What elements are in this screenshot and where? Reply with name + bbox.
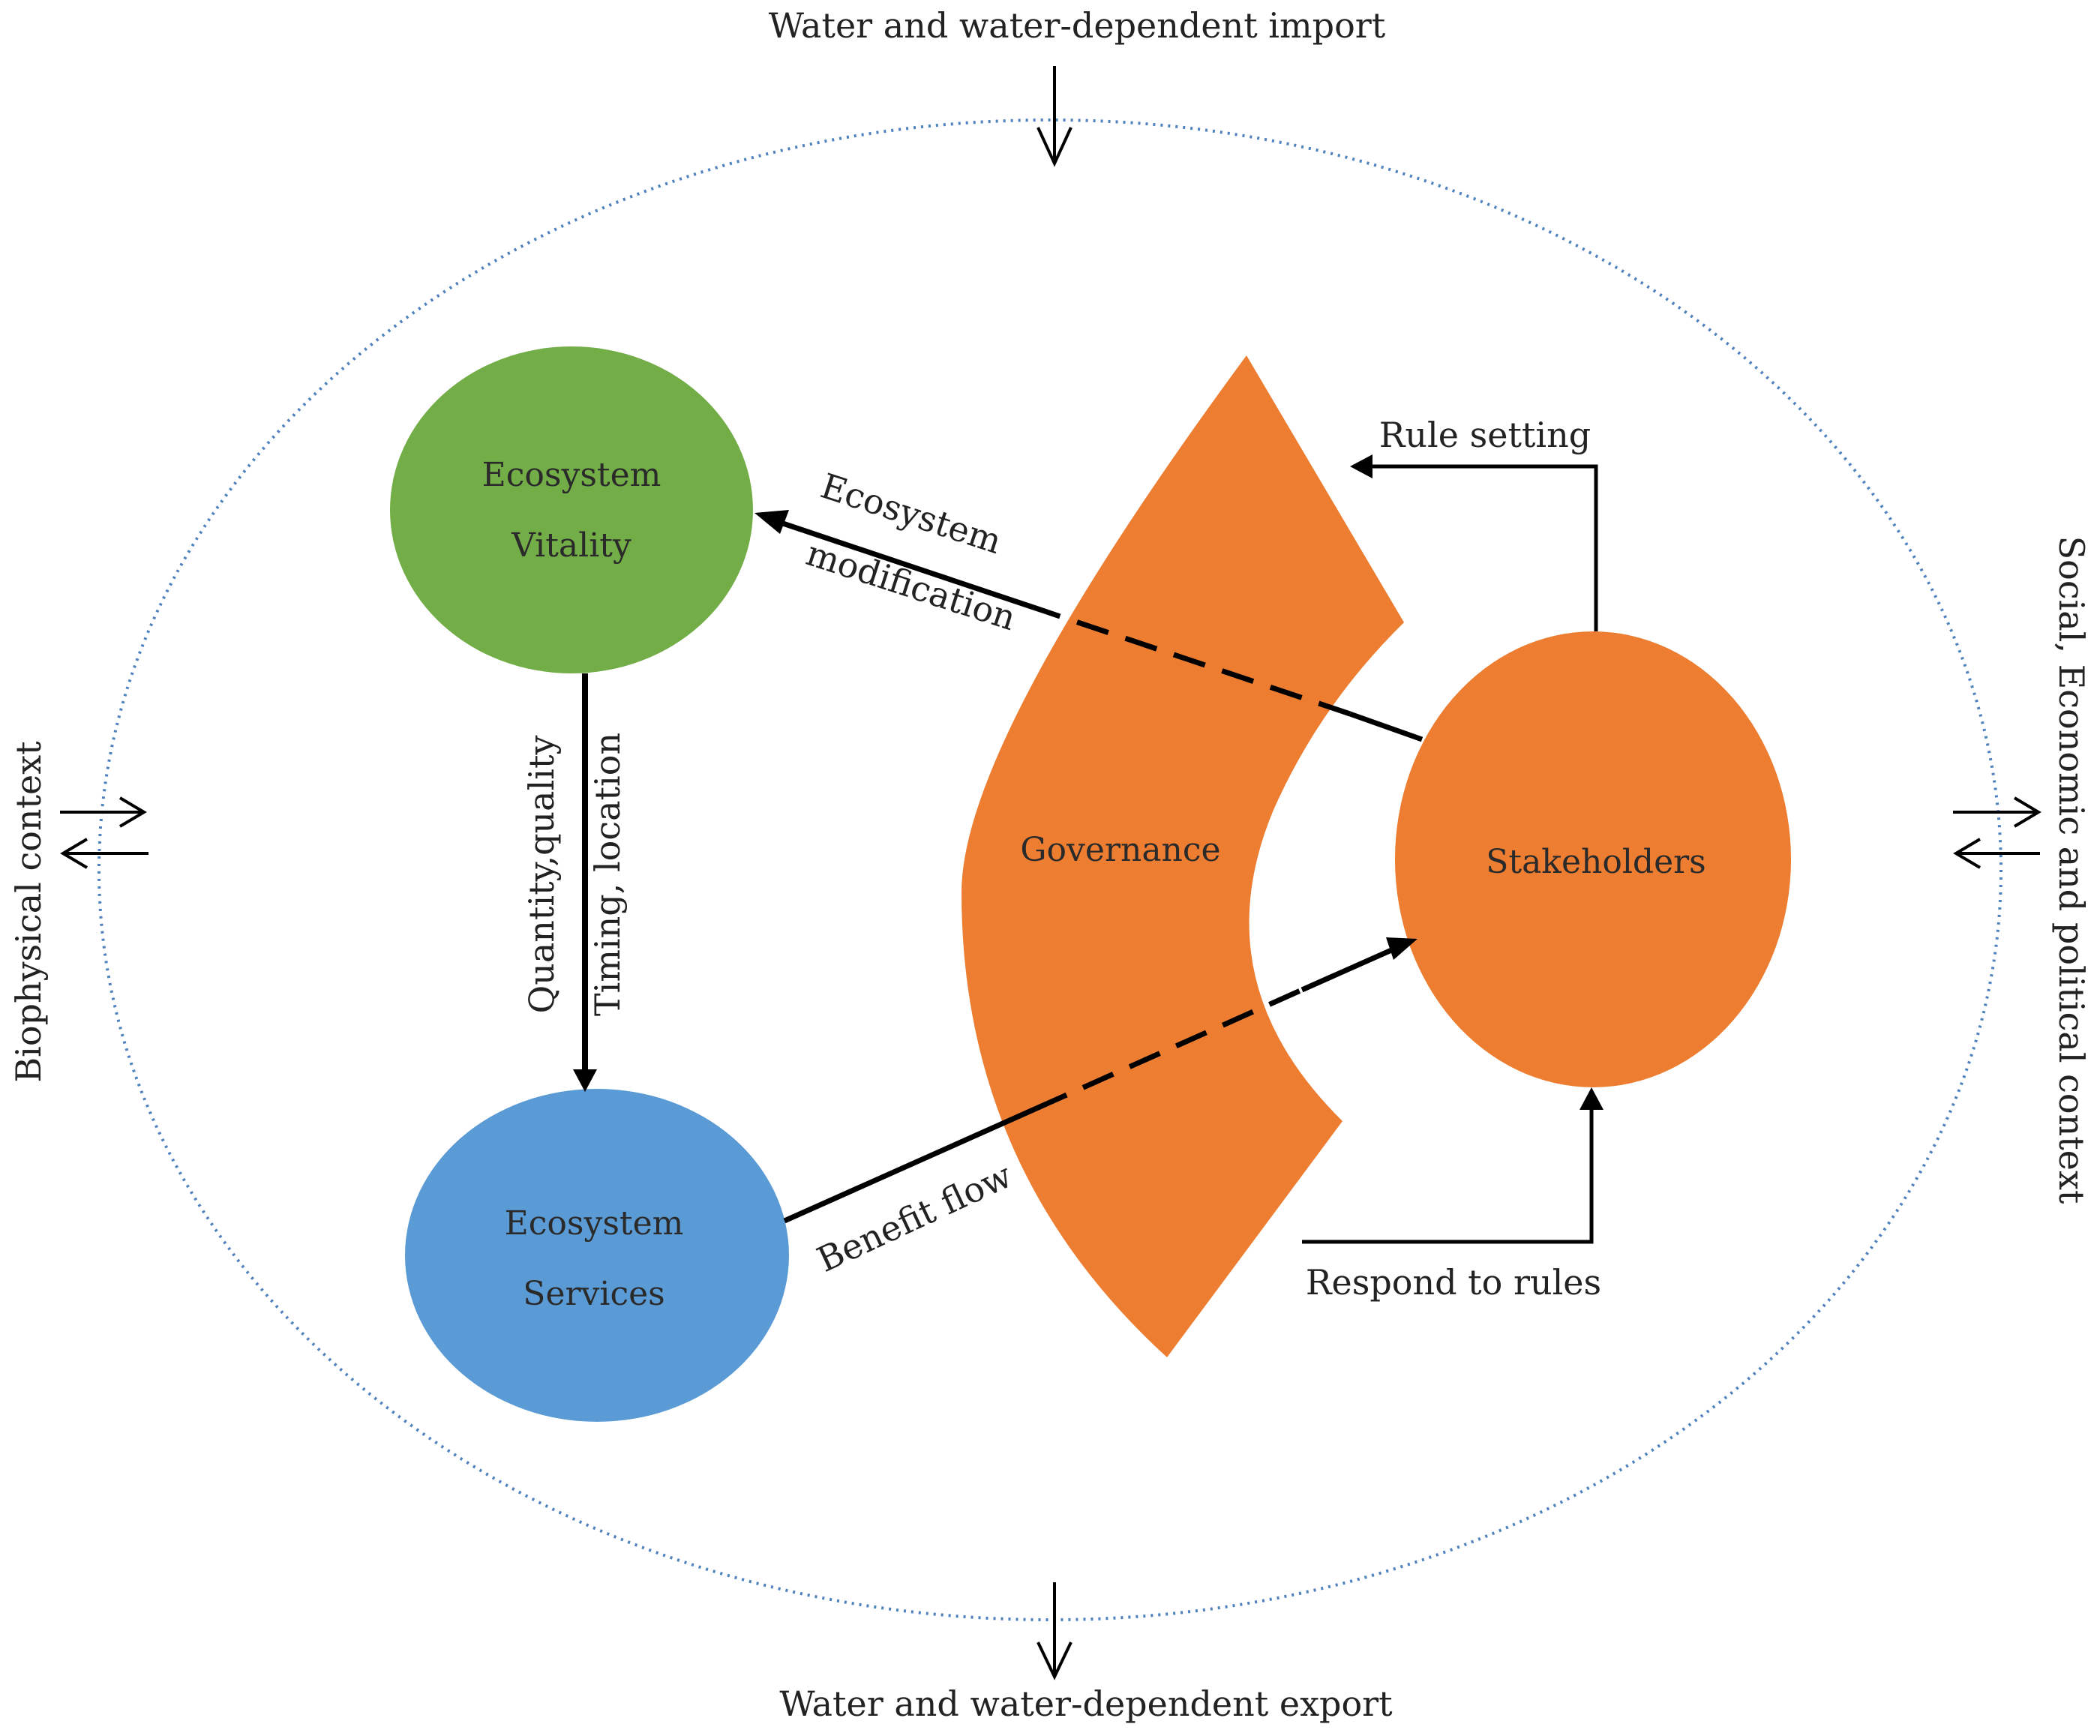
rule-setting-arrow — [1350, 454, 1598, 631]
ecosystem-services-node[interactable] — [405, 1089, 789, 1422]
services-label-line1: Ecosystem — [505, 1204, 684, 1243]
vitality-to-services-arrow — [573, 673, 597, 1092]
import-arrow — [1036, 66, 1072, 167]
import-label: Water and water-dependent import — [769, 5, 1386, 46]
quantity-quality-label: Quantity,quality — [521, 736, 562, 1014]
social-exchange-arrows — [1953, 796, 2042, 869]
export-label: Water and water-dependent export — [779, 1684, 1393, 1724]
vitality-label-line2: Vitality — [511, 526, 632, 565]
rule-setting-label: Rule setting — [1379, 415, 1591, 455]
governance-label: Governance — [1020, 831, 1220, 869]
biophysical-context-label: Biophysical context — [8, 741, 49, 1083]
social-context-label: Social, Economic and political context — [2051, 536, 2092, 1204]
ecosystem-vitality-node[interactable] — [390, 346, 753, 673]
vitality-label-line1: Ecosystem — [482, 456, 662, 494]
timing-location-label: Timing, location — [587, 733, 628, 1016]
benefit-flow-label: Benefit flow — [811, 1155, 1018, 1280]
biophysical-exchange-arrows — [60, 796, 148, 869]
benefit-flow-arrow — [783, 937, 1418, 1224]
export-arrow — [1036, 1582, 1072, 1681]
respond-to-rules-label: Respond to rules — [1306, 1262, 1601, 1303]
governance-shape — [962, 355, 1404, 1357]
system-boundary — [98, 118, 2002, 1621]
services-label-line2: Services — [523, 1275, 664, 1313]
stakeholders-label: Stakeholders — [1486, 843, 1706, 881]
stakeholders-node[interactable] — [1395, 631, 1791, 1087]
respond-to-rules-arrow — [1302, 1087, 1604, 1244]
ecosystem-modification-arrow — [754, 510, 1424, 742]
